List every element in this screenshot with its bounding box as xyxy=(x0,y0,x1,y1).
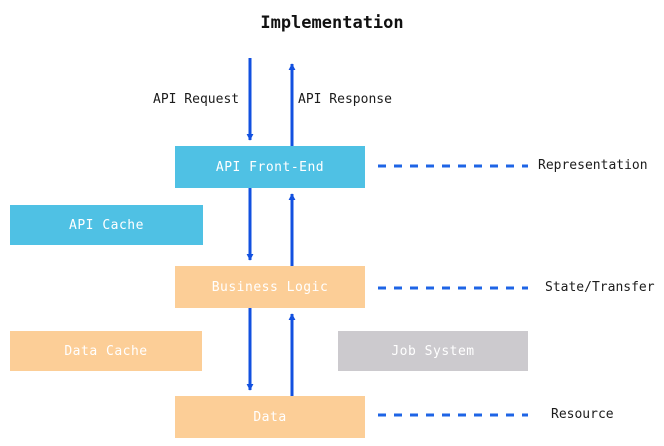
side-label-state-transfer: State/Transfer xyxy=(545,280,655,295)
side-label-representation: Representation xyxy=(538,158,648,173)
node-label-api-cache: API Cache xyxy=(69,217,144,233)
page-title: Implementation xyxy=(260,13,404,33)
node-business-logic[interactable]: Business Logic xyxy=(175,266,365,308)
node-label-data-cache: Data Cache xyxy=(64,343,148,359)
node-api-cache[interactable]: API Cache xyxy=(10,205,203,245)
side-label-resource: Resource xyxy=(551,407,614,422)
node-label-business-logic: Business Logic xyxy=(211,279,329,295)
node-label-api-front-end: API Front-End xyxy=(215,159,325,175)
node-api-front-end[interactable]: API Front-End xyxy=(175,146,365,188)
flow-label-api-request: API Request xyxy=(153,92,240,107)
node-label-data: Data xyxy=(253,409,287,425)
node-label-job-system: Job System xyxy=(391,343,475,359)
flow-label-api-response: API Response xyxy=(298,92,392,107)
node-data[interactable]: Data xyxy=(175,396,365,438)
node-data-cache[interactable]: Data Cache xyxy=(10,331,202,371)
node-job-system[interactable]: Job System xyxy=(338,331,528,371)
